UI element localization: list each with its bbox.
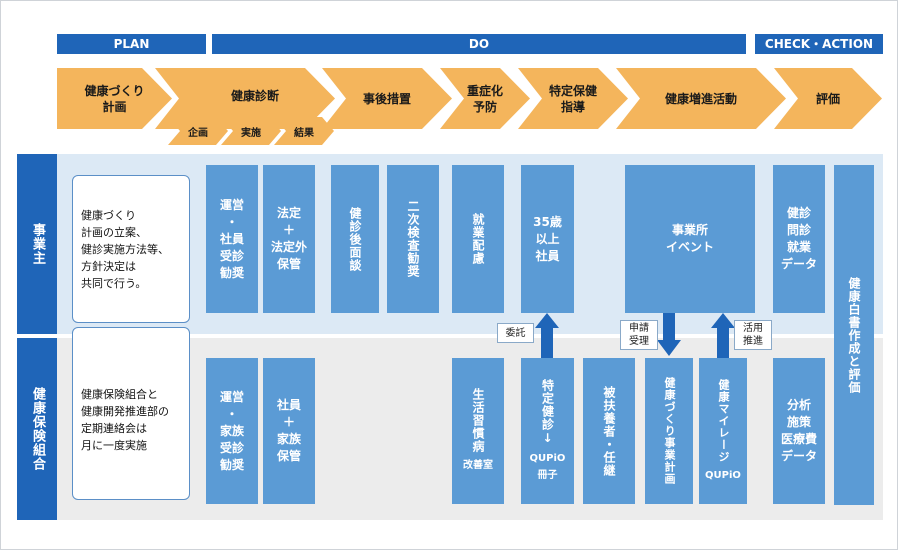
insurance-plan-text: 健康づくり事業計画 — [663, 377, 676, 485]
row-label-employer: 事業主 — [17, 154, 57, 334]
phase-plan: PLAN — [57, 34, 206, 54]
insurance-specific-text: 特定健診↓ — [540, 378, 555, 446]
insurance-mileage-qupio: QUPiO — [705, 469, 741, 481]
insurance-specific-qupio: QUPiO — [529, 452, 566, 464]
insurance-dependents-box: 被扶養者・任継 — [583, 358, 635, 504]
employer-placement-text: 就業配慮 — [471, 213, 485, 265]
step-promotion-arrow: 健康増進活動 — [616, 68, 786, 129]
label-utilize: 活用 推進 — [734, 320, 772, 350]
insurance-mileage-box: 健康マイレージ QUPiO — [699, 358, 747, 504]
employer-events-box: 事業所 イベント — [625, 165, 755, 313]
insurance-lifestyle-text: 生活習慣病 — [471, 388, 485, 453]
phase-do: DO — [212, 34, 746, 54]
employer-age35-box: 35歳 以上 社員 — [521, 165, 574, 313]
row-label-insurance: 健康保険組合 — [17, 338, 57, 520]
employer-legal-storage-box: 法定 ＋ 法定外 保管 — [263, 165, 315, 313]
employer-recommend-box: 運営 ・ 社員 受診 勧奨 — [206, 165, 258, 313]
insurance-lifestyle-box: 生活習慣病 改善室 — [452, 358, 504, 504]
employer-placement-box: 就業配慮 — [452, 165, 504, 313]
employer-interview-box: 健診後面談 — [331, 165, 379, 313]
white-paper-box: 健康白書作成と評価 — [834, 165, 874, 505]
insurance-plan-box: 健康づくり事業計画 — [645, 358, 693, 504]
insurance-lifestyle-sub: 改善室 — [463, 460, 493, 471]
insurance-recommend-box: 運営 ・ 家族 受診 勧奨 — [206, 358, 258, 504]
insurance-dependents-text: 被扶養者・任継 — [602, 385, 616, 477]
insurance-analysis-box: 分析 施策 医療費 データ — [773, 358, 825, 504]
note-employer: 健康づくり 計画の立案、 健診実施方法等、 方針決定は 共同で行う。 — [72, 175, 190, 323]
row-label-insurance-text: 健康保険組合 — [30, 387, 45, 471]
insurance-specific-box: 特定健診↓ QUPiO 冊子 — [521, 358, 574, 504]
row-label-employer-text: 事業主 — [30, 223, 45, 265]
checkup-substep-result: 結果 — [274, 117, 334, 145]
insurance-mileage-text: 健康マイレージ — [717, 378, 730, 463]
employer-second-exam-text: 二次検査勧奨 — [406, 200, 420, 278]
phase-check-action: CHECK・ACTION — [755, 34, 883, 54]
employer-data-box: 健診 問診 就業 データ — [773, 165, 825, 313]
employer-second-exam-box: 二次検査勧奨 — [387, 165, 439, 313]
white-paper-text: 健康白書作成と評価 — [847, 276, 861, 394]
label-consign: 委託 — [497, 323, 534, 343]
note-insurance: 健康保険組合と 健康開発推進部の 定期連絡会は 月に一度実施 — [72, 327, 190, 500]
insurance-storage-box: 社員 ＋ 家族 保管 — [263, 358, 315, 504]
insurance-specific-booklet: 冊子 — [537, 469, 558, 481]
employer-interview-text: 健診後面談 — [348, 206, 362, 272]
label-apply: 申請 受理 — [620, 320, 658, 350]
